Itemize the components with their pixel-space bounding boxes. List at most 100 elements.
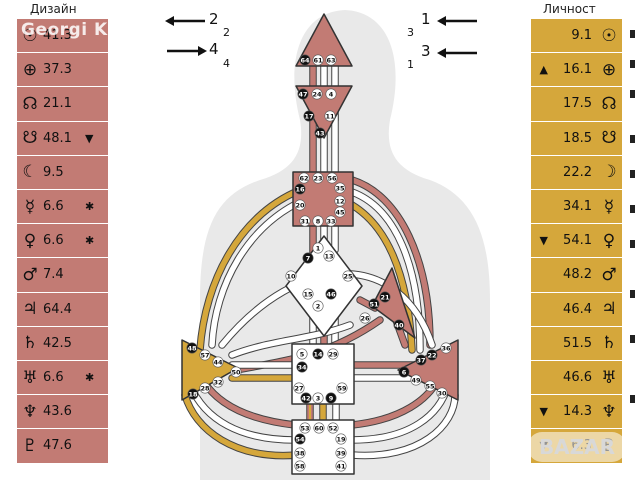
design-title: Дизайн (30, 2, 77, 16)
gate-dot (326, 172, 338, 184)
personality-row: ▼ 54.1 ♀ (531, 224, 622, 259)
planet-glyph-icon: ♀ (23, 230, 37, 251)
arrow-right-bottom-icon (437, 48, 477, 58)
personality-title: Личност (543, 2, 596, 16)
cropped-text-fragment (630, 30, 635, 38)
cropped-text-fragment (630, 60, 635, 68)
gate-number: 47 (298, 90, 307, 98)
fixing-mark: ▼ (539, 234, 548, 248)
gate-dot (325, 288, 337, 300)
activation-value: 6.6 (43, 199, 64, 215)
personality-column: 9.1☉▲16.1⊕17.5☊18.5☋22.2☽34.1☿▼54.1♀48.2… (531, 19, 622, 464)
gate-number: 14 (313, 350, 323, 358)
gate-number: 39 (336, 449, 346, 457)
planet-glyph-icon: ♂ (22, 264, 38, 285)
cropped-text-fragment (630, 240, 635, 248)
gate-number: 12 (335, 197, 344, 205)
planet-glyph-icon: ♆ (601, 401, 617, 422)
channel (349, 392, 458, 459)
cropped-text-fragment (630, 170, 635, 178)
gate-number: 35 (335, 184, 345, 192)
gate-dot (336, 382, 348, 394)
gate-dot (302, 252, 314, 264)
cropped-text-fragment (630, 135, 635, 143)
gate-number: 15 (303, 290, 313, 298)
gate-dot (300, 392, 312, 404)
planet-glyph-icon: ♄ (601, 333, 617, 354)
gate-number: 32 (213, 378, 222, 386)
arrow-left-bottom-icon (167, 46, 207, 56)
gate-dot (294, 433, 306, 445)
gate-dot (187, 388, 199, 400)
gate-number: 57 (200, 351, 209, 359)
personality-row: 34.1☿ (531, 190, 622, 225)
personality-row: ▼14.3♆ (531, 395, 622, 430)
arrow-left-bottom-number: 4 (209, 40, 219, 58)
gate-number: 19 (336, 435, 346, 443)
gate-dot (296, 361, 308, 373)
activation-value: 43.6 (43, 404, 72, 420)
gate-number: 17 (304, 112, 313, 120)
fixing-mark: ✱ (85, 234, 95, 248)
design-row: ♆43.6 (17, 395, 108, 430)
gate-dot (426, 349, 438, 361)
planet-glyph-icon: ⊕ (601, 59, 617, 80)
planet-glyph-icon: ☊ (601, 93, 617, 114)
gate-number: 8 (316, 217, 321, 225)
gate-number: 56 (327, 174, 337, 182)
planet-glyph-icon: ☊ (22, 93, 38, 114)
channel (182, 392, 300, 459)
gate-number: 45 (335, 208, 345, 216)
gate-number: 31 (300, 217, 310, 225)
head-center (295, 13, 353, 67)
gate-dot (335, 433, 347, 445)
activation-value: 18.5 (563, 130, 592, 146)
gate-number: 24 (312, 90, 322, 98)
gate-number: 52 (328, 424, 337, 432)
gate-number: 18 (188, 390, 198, 398)
gate-number: 26 (360, 314, 370, 322)
gate-number: 29 (328, 350, 338, 358)
gate-number: 63 (326, 56, 335, 64)
gate-dot (302, 288, 314, 300)
arrow-right-bottom-number: 3 (421, 42, 431, 60)
design-row: ♀6.6✱ (17, 224, 108, 259)
gate-number: 23 (313, 174, 322, 182)
gate-number: 42 (301, 394, 310, 402)
gate-dot (335, 447, 347, 459)
design-row: ☾9.5 (17, 156, 108, 190)
gate-number: 1 (316, 244, 321, 252)
gate-dot (199, 382, 211, 394)
activation-value: 47.6 (43, 438, 72, 454)
cropped-text-fragment (630, 335, 635, 343)
activation-value: 54.1 (563, 233, 592, 249)
planet-glyph-icon: ☉ (601, 25, 617, 46)
gate-number: 49 (411, 376, 421, 384)
design-row: ⊕37.3 (17, 53, 108, 88)
design-column: ☉41.3⊕37.3☊21.1☋48.1▼☾9.5☿6.6✱♀6.6✱♂7.4♃… (17, 19, 108, 464)
gate-number: 41 (336, 462, 346, 470)
gate-number: 34 (297, 363, 307, 371)
gate-number: 43 (315, 129, 324, 137)
activation-value: 46.4 (563, 301, 592, 317)
gate-number: 22 (427, 351, 436, 359)
activation-value: 37.3 (43, 62, 72, 78)
arrow-left-bottom-sub: 4 (223, 57, 230, 70)
gate-number: 16 (295, 185, 305, 193)
gate-dot (296, 348, 308, 360)
activation-value: 14.3 (563, 404, 592, 420)
activation-value: 46.6 (563, 370, 592, 386)
gate-dot (325, 215, 337, 227)
gate-dot (415, 354, 427, 366)
gate-dot (335, 460, 347, 472)
gate-dot (436, 387, 448, 399)
fixing-mark: ▲ (539, 63, 548, 77)
gate-number: 50 (231, 368, 241, 376)
planet-glyph-icon: ♃ (601, 299, 617, 320)
gate-number: 53 (300, 424, 309, 432)
personality-row: 9.1☉ (531, 19, 622, 54)
gate-dot (327, 348, 339, 360)
gate-number: 33 (326, 217, 335, 225)
planet-glyph-icon: ♀ (602, 230, 616, 251)
channel (197, 187, 303, 353)
